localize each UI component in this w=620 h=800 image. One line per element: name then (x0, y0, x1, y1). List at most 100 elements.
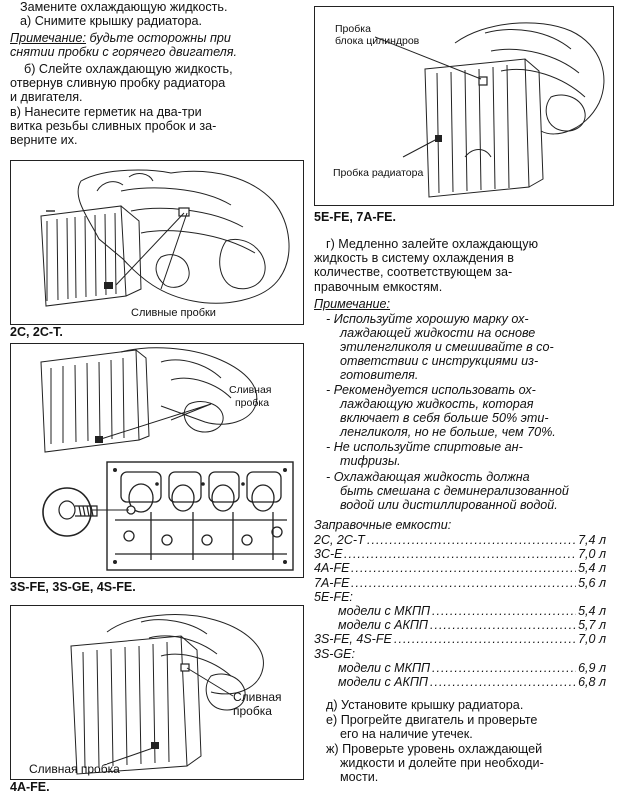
caption-2c: 2C, 2C-T. (10, 325, 63, 339)
capacity-value: 5,7 л (578, 618, 606, 633)
block-plug-label: Пробка блока цилиндров (335, 23, 419, 47)
note-line-1: Примечание: будьте осторожны при (10, 31, 231, 45)
capacity-name: 5E-FE: (314, 589, 353, 604)
note-1: - Используйте хорошую марку ох- (326, 312, 529, 326)
engine-drawing-2c (40, 169, 290, 307)
dot-leader: ........................................… (432, 604, 576, 618)
capacity-name: модели с МКПП (338, 660, 431, 675)
engine-drawing-4a (70, 614, 264, 775)
step-zh-3: мости. (340, 770, 379, 784)
capacity-row: 7A-FE 5,6 л..............................… (314, 576, 606, 590)
note-6: - Рекомендуется использовать ох- (326, 383, 536, 397)
note-title: Примечание: (314, 297, 391, 311)
capacity-row: модели с МКПП 6,9 л......................… (314, 661, 606, 675)
drain-plug-label-3s-l2: пробка (235, 397, 270, 409)
engine-drawing-3s (40, 347, 294, 571)
caption-5e: 5E-FE, 7A-FE. (314, 210, 396, 224)
note-9: ленгликоля, но не больше, чем 70%. (340, 425, 556, 439)
intro-line: Замените охлаждающую жидкость. (20, 0, 228, 14)
dot-leader: ........................................… (351, 561, 576, 576)
drain-plugs-label: Сливные пробки (131, 307, 216, 319)
step-g-1: г) Медленно залейте охлаждающую (326, 237, 539, 251)
dot-leader: ........................................… (394, 632, 576, 647)
capacity-row: 5E-FE: (314, 590, 606, 604)
capacity-value: 7,0 л (578, 547, 606, 562)
capacity-row: 3C-E 7,0 л...............................… (314, 547, 606, 561)
capacity-name: 7A-FE (314, 575, 350, 590)
capacity-row: 4A-FE 5,4 л..............................… (314, 561, 606, 575)
radiator-plug-label: Пробка радиатора (333, 167, 424, 179)
note-7: лаждающую жидкость, которая (340, 397, 534, 411)
step-g-2: жидкость в систему охлаждения в (314, 251, 514, 265)
note-word: Примечание: (10, 31, 87, 45)
dot-leader: ........................................… (430, 675, 576, 689)
figure-3s-engine: Сливная пробка (10, 343, 304, 578)
dot-leader: ........................................… (367, 533, 576, 547)
capacity-value: 5,4 л (578, 561, 606, 576)
block-plug-label-l1: Пробка (335, 23, 371, 35)
capacity-row: модели с АКПП 5,7 л......................… (314, 618, 606, 632)
capacity-row: 2C, 2C-T 7,4 л...........................… (314, 533, 606, 547)
note-line-2: снятии пробки с горячего двигателя. (10, 45, 237, 59)
capacity-value: 7,4 л (578, 533, 606, 547)
engine-drawing-5e (374, 22, 605, 198)
note-8: включает в себя больше 50% эти- (340, 411, 549, 425)
capacity-value: 6,9 л (578, 660, 606, 675)
capacity-name: 4A-FE (314, 561, 350, 576)
capacity-value: 5,6 л (578, 575, 606, 590)
figure-4a-engine: Сливная пробка Сливная пробка (10, 605, 304, 780)
capacity-name: модели с МКПП (338, 604, 431, 618)
note-11: тифризы. (340, 454, 401, 468)
figure-2c-engine: Сливные пробки (10, 160, 304, 325)
step-c-3: верните их. (10, 133, 78, 147)
capacity-value: 5,4 л (578, 604, 606, 618)
step-g-4: правочным емкостям. (314, 280, 443, 294)
dot-leader: ........................................… (430, 618, 576, 633)
note-4: ответствии с инструкциями из- (340, 354, 539, 368)
step-e-2: его на наличие утечек. (340, 727, 473, 741)
figure-5e-engine: Пробка блока цилиндров Пробка радиатора (314, 6, 614, 206)
step-b-3: и двигателя. (10, 90, 83, 104)
note-14: водой или дистиллированной водой. (340, 498, 558, 512)
drain-plug-label-4a-right-l2: пробка (233, 704, 272, 718)
caption-3s: 3S-FE, 3S-GE, 4S-FE. (10, 580, 136, 594)
step-b-2: отвернув сливную пробку радиатора (10, 76, 226, 90)
capacity-row: 3S-GE: (314, 647, 606, 661)
capacity-value: 6,8 л (578, 675, 606, 689)
step-g-3: количестве, соответствующем за- (314, 265, 513, 279)
drain-plug-label-4a-bottom: Сливная пробка (29, 762, 120, 776)
capacity-name: 3C-E (314, 547, 343, 562)
block-plug-label-l2: блока цилиндров (335, 35, 420, 47)
step-zh-2: жидкости и долейте при необходи- (340, 756, 544, 770)
note-13: быть смешана с деминерализованной (340, 484, 569, 498)
step-b-1: б) Слейте охлаждающую жидкость, (24, 62, 233, 76)
capacity-name: 2C, 2C-T (314, 533, 365, 547)
capacity-name: модели с АКПП (338, 675, 428, 689)
note-12: - Охлаждающая жидкость должна (326, 470, 530, 484)
capacity-name: 3S-FE, 4S-FE (314, 632, 392, 647)
drain-plug-label-4a-right: Сливная пробка (233, 690, 282, 718)
capacity-row: 3S-FE, 4S-FE 7,0 л.......................… (314, 632, 606, 646)
capacity-name: модели с АКПП (338, 618, 428, 633)
note-5: готовителя. (340, 368, 419, 382)
drain-plug-label-3s-l1: Сливная (229, 384, 272, 396)
drain-plug-label-3s: Сливная пробка (229, 384, 271, 410)
step-e-1: е) Прогрейте двигатель и проверьте (326, 713, 538, 727)
step-zh-1: ж) Проверьте уровень охлаждающей (326, 742, 543, 756)
dot-leader: ........................................… (344, 547, 576, 562)
step-c-1: в) Нанесите герметик на два-три (10, 105, 202, 119)
dot-leader: ........................................… (351, 575, 576, 590)
note-10: - Не используйте спиртовые ан- (326, 440, 523, 454)
note-2: лаждающей жидкости на основе (340, 326, 536, 340)
capacity-row: модели с АКПП 6,8 л......................… (314, 675, 606, 689)
note-3: этиленгликоля и смешивайте в со- (340, 340, 554, 354)
capacity-value: 7,0 л (578, 632, 606, 647)
capacities-title: Заправочные емкости: (314, 518, 452, 532)
dot-leader: ........................................… (432, 660, 576, 675)
capacity-name: 3S-GE: (314, 646, 355, 661)
drain-plug-label-4a-right-l1: Сливная (233, 690, 282, 704)
caption-4a: 4A-FE. (10, 780, 50, 794)
step-a: а) Снимите крышку радиатора. (20, 14, 202, 28)
capacity-row: модели с МКПП 5,4 л......................… (314, 604, 606, 618)
step-d: д) Установите крышку радиатора. (326, 698, 524, 712)
